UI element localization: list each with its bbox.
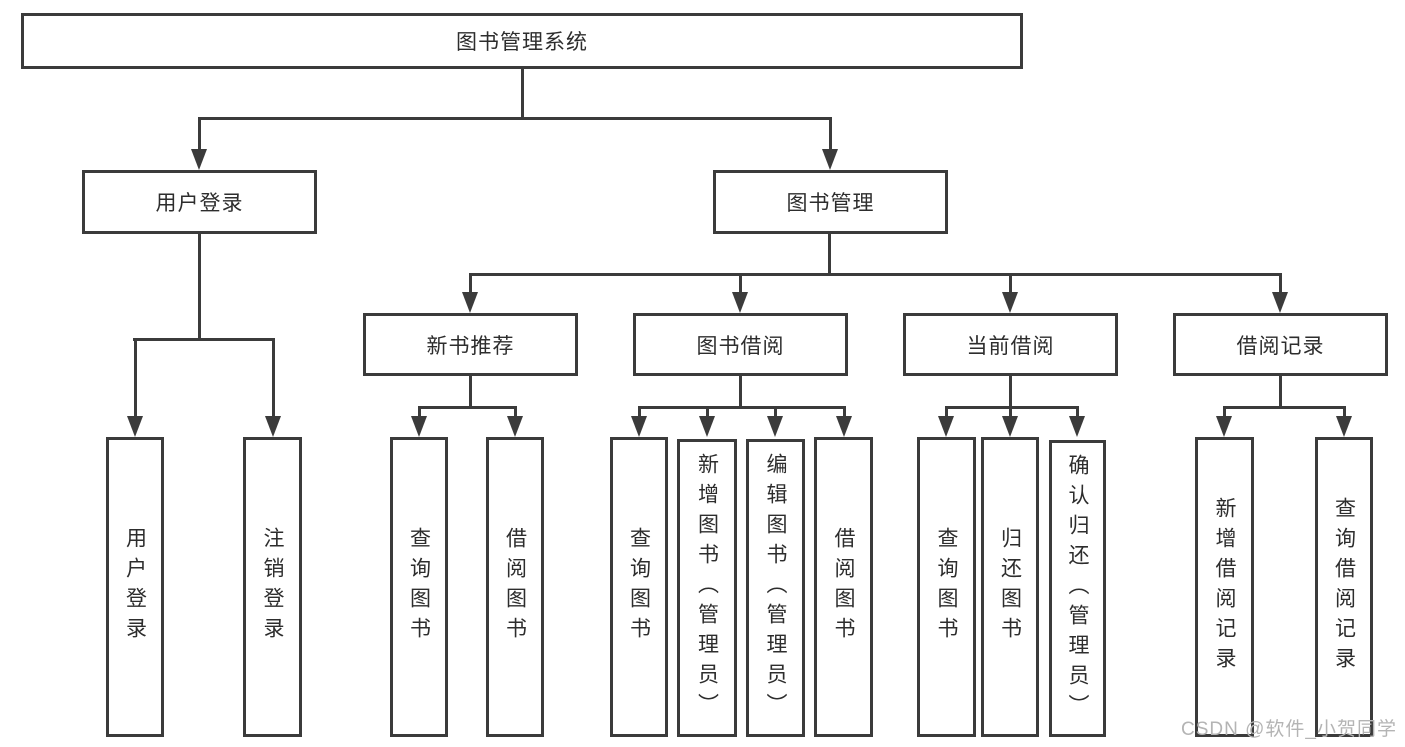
connector-level3-bus [470,273,1281,276]
leaf-bb-borrow-book: 借阅图书 [814,437,873,737]
node-borrow-records: 借阅记录 [1173,313,1388,376]
arrow-down-icon [732,273,748,313]
arrow-down-icon [191,117,207,170]
arrow-down-icon [1336,406,1352,437]
leaf-nbr-query-book: 查询图书 [390,437,448,737]
connector-nbr-bus [419,406,515,409]
leaf-bb-edit-book-admin: 编辑图书（管理员） [746,439,805,737]
arrow-down-icon [938,406,954,437]
connector-br-bus [1224,406,1345,409]
node-book-management: 图书管理 [713,170,948,234]
node-root: 图书管理系统 [21,13,1023,69]
arrow-down-icon [836,406,852,437]
leaf-br-query-record: 查询借阅记录 [1315,437,1373,737]
arrow-down-icon [265,338,281,437]
connector-cb-bus [945,406,1079,409]
leaf-nbr-borrow-book: 借阅图书 [486,437,544,737]
leaf-user-login: 用户登录 [106,437,164,737]
node-current-borrowing: 当前借阅 [903,313,1118,376]
leaf-bb-query-book: 查询图书 [610,437,668,737]
leaf-cb-confirm-return-admin: 确认归还（管理员） [1049,440,1106,737]
leaf-bb-add-book-admin: 新增图书（管理员） [677,439,737,737]
leaf-cb-return-book: 归还图书 [981,437,1039,737]
arrow-down-icon [127,338,143,437]
connector-user-login-stem [198,234,201,338]
arrow-down-icon [1069,406,1085,437]
leaf-logout: 注销登录 [243,437,302,737]
arrow-down-icon [462,273,478,313]
connector-cb-stem [1009,376,1012,406]
arrow-down-icon [631,406,647,437]
arrow-down-icon [699,406,715,437]
connector-bb-bus [639,406,845,409]
leaf-br-add-record: 新增借阅记录 [1195,437,1254,737]
arrow-down-icon [507,406,523,437]
connector-book-management-stem [828,234,831,273]
arrow-down-icon [1002,273,1018,313]
node-new-book-recommend: 新书推荐 [363,313,578,376]
connector-level2-bus [198,117,832,120]
arrow-down-icon [767,406,783,437]
node-book-borrowing: 图书借阅 [633,313,848,376]
node-user-login: 用户登录 [82,170,317,234]
connector-br-stem [1279,376,1282,406]
arrow-down-icon [411,406,427,437]
connector-user-login-bus [133,338,274,341]
csdn-watermark: CSDN @软件_小贺同学 [1181,719,1397,740]
leaf-cb-query-book: 查询图书 [917,437,976,737]
connector-nbr-stem [469,376,472,406]
arrow-down-icon [822,117,838,170]
arrow-down-icon [1272,273,1288,313]
connector-root-stem [521,69,524,117]
connector-bb-stem [739,376,742,406]
arrow-down-icon [1216,406,1232,437]
arrow-down-icon [1002,406,1018,437]
